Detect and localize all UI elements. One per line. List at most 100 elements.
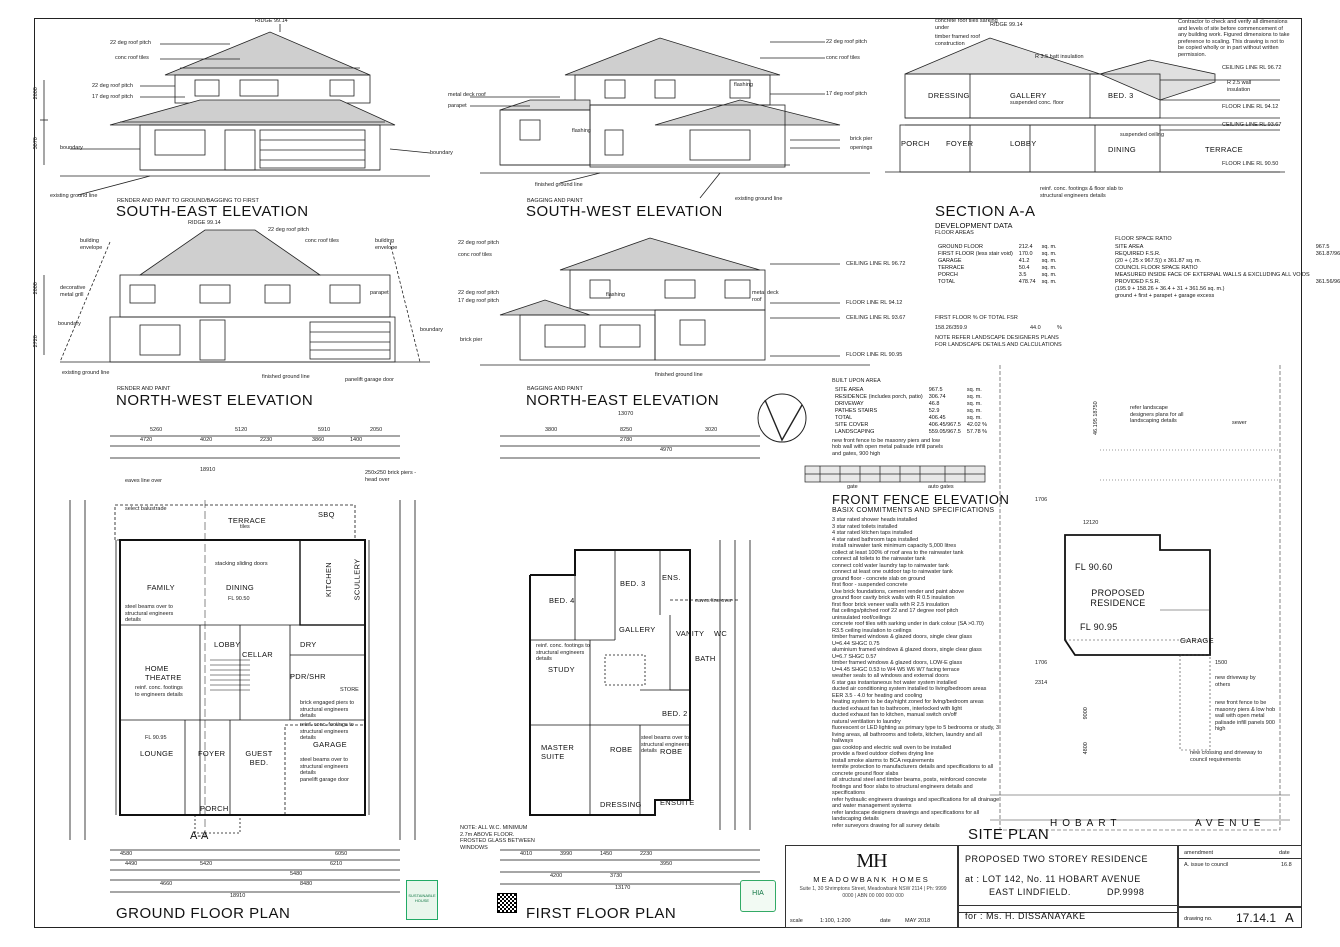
first-floor-calc: 158.26/359.9 — [935, 325, 968, 331]
basix-item: ducted exhaust fan to kitchen, manual sw… — [832, 712, 957, 718]
ne-label-6: 17 deg roof pitch — [458, 298, 499, 304]
section-room-foyer: FOYER — [946, 139, 974, 148]
sw-label-4: parapet — [448, 103, 467, 109]
project-dp: DP.9998 — [1107, 887, 1145, 897]
basix-item: connect all toilets to the rainwater tan… — [832, 556, 926, 562]
gf-bot-dim-7: 4660 — [160, 881, 173, 887]
basix-item: EER 3.5 - 4.0 for heating and cooling — [832, 692, 923, 699]
built-upon-cell: LANDSCAPING — [835, 428, 875, 435]
ff-room-robe-2: ROBE — [660, 747, 683, 756]
ff-top-dim-4: 2780 — [620, 437, 633, 443]
basix-item: ground floor cavity brick walls with R 0… — [832, 595, 955, 601]
floor-area-cell: TOTAL — [938, 279, 956, 285]
fsr-cell — [1313, 272, 1340, 279]
site-residence: PROPOSED RESIDENCE — [1090, 588, 1146, 608]
basix-item: flat ceilings/pitched roof 22 and 17 deg… — [832, 608, 959, 614]
built-upon-cell: SITE AREA — [835, 386, 864, 393]
fsr-cell: 967.5 — [1315, 244, 1330, 250]
se-label-5: boundary — [60, 145, 83, 151]
ff-note-footings: reinf. conc. footings to structural engi… — [536, 643, 590, 662]
basix-item: first floor brick veneer walls with R 2.… — [832, 601, 950, 608]
built-upon-cell: 46.8 — [928, 400, 940, 407]
fsr-cell: SITE AREA — [1115, 244, 1144, 250]
ne-note: BAGGING AND PAINT — [527, 386, 583, 392]
gf-room-lobby: LOBBY — [214, 640, 241, 649]
ff-room-master: MASTER SUITE — [541, 743, 575, 761]
fsr-cell: ground + first + parapet + garage excess — [1115, 293, 1215, 299]
scale-value: 1:100, 1:200 — [820, 918, 851, 924]
floor-area-cell: GARAGE — [938, 258, 962, 264]
gf-bot-dim-6: 6050 — [335, 851, 348, 857]
fsr-cell: MEASURED INSIDE FACE OF EXTERNAL WALLS &… — [1115, 272, 1310, 278]
basix-item: ducted exhaust fan to bathroom, interloc… — [832, 705, 962, 712]
ff-top-dim-1: 3800 — [545, 427, 558, 433]
se-dim-2: 3070 — [32, 137, 39, 150]
gf-bot-dim-0: 4580 — [120, 851, 133, 857]
development-sub: FLOOR AREAS — [935, 230, 974, 236]
ne-label-4: metal deck roof — [752, 290, 779, 303]
basix-item: natural ventilation to laundry — [832, 718, 901, 725]
sw-label-10: finished ground line — [535, 182, 583, 188]
fsr-row: COUNCIL FLOOR SPACE RATIO — [1112, 265, 1340, 272]
section-note-7: reinf. conc. footings & floor slab to st… — [1040, 186, 1123, 199]
basix-item: termite protection to manufacturers deta… — [832, 764, 994, 777]
ne-level-3: CEILING LINE RL 93.67 — [846, 315, 906, 321]
ff-room-bed3: BED. 3 — [620, 579, 646, 588]
ff-bot-dim-0: 4010 — [520, 851, 533, 857]
fsr-heading: FLOOR SPACE RATIO — [1115, 236, 1172, 242]
basix-item: 4 star rated kitchen taps installed — [832, 530, 913, 536]
fsr-cell — [1313, 265, 1340, 272]
site-dim-1: 1706 — [1035, 497, 1048, 503]
gf-note-piers: brick engaged piers to structural engine… — [300, 700, 355, 719]
basix-heading: BASIX COMMITMENTS AND SPECIFICATIONS — [832, 507, 995, 514]
development-note: NOTE REFER LANDSCAPE DESIGNERS PLANS FOR… — [935, 335, 1062, 348]
company-logo: MH — [856, 850, 887, 872]
built-upon-cell: 967.5 — [928, 386, 943, 393]
sw-label-5: flashing — [572, 128, 591, 134]
basix-item: heating system to be day/night zoned for… — [832, 699, 984, 705]
gf-room-cellar: CELLAR — [242, 650, 273, 659]
site-garage: GARAGE — [1180, 636, 1214, 645]
ff-room-bath: BATH — [695, 654, 716, 663]
basix-item: concrete roof tiles with sarking under i… — [832, 621, 984, 627]
basix-item: 4 star rated bathroom taps installed — [832, 536, 919, 543]
ff-bot-dim-6: 13170 — [615, 885, 631, 891]
built-upon-cell: DRIVEWAY — [835, 400, 864, 407]
built-upon-cell: 42.02 % — [966, 421, 988, 428]
nw-label-10: finished ground line — [262, 374, 310, 380]
built-upon-cell: SITE COVER — [835, 421, 869, 428]
gf-top-dim-3: 5910 — [318, 427, 331, 433]
section-level-1: CEILING LINE RL 96.72 — [1222, 65, 1282, 71]
se-label-1: 22 deg roof pitch — [110, 40, 151, 46]
basix-item: refer surveyors drawing for all survey d… — [832, 822, 940, 829]
ff-bot-dim-7: 4200 — [550, 873, 563, 879]
ne-label-1: 22 deg roof pitch — [458, 240, 499, 246]
built-upon-cell: sq. m. — [966, 407, 982, 414]
sustainable-house-text: SUSTAINABLE HOUSE — [408, 893, 436, 903]
floor-area-cell: sq. m. — [1041, 244, 1057, 250]
fsr-cell: COUNCIL FLOOR SPACE RATIO — [1115, 265, 1198, 271]
basix-item: ground floor - concrete slab on ground — [832, 575, 926, 582]
nw-label-11: panelift garage door — [345, 377, 394, 383]
basix-item: install rainwater tank minimum capacity … — [832, 543, 957, 549]
section-room-dining: DINING — [1108, 145, 1137, 154]
section-note-5: R 2.5 wall insulation — [1227, 80, 1252, 93]
ff-bot-dim-4: 3730 — [610, 873, 623, 879]
sw-label-7: 17 deg roof pitch — [826, 91, 867, 97]
site-dim-6: 9000 — [1082, 707, 1089, 720]
section-note-6: suspended ceiling — [1120, 132, 1165, 138]
basix-item: weather seals to all windows and externa… — [832, 673, 949, 679]
amendment-row-date: 16.8 — [1281, 862, 1292, 868]
sw-label-1: 22 deg roof pitch — [826, 39, 867, 45]
floor-area-cell: 170.0 — [1018, 251, 1033, 257]
hia-text: HIA — [752, 890, 764, 897]
gf-top-dim-9: 1400 — [350, 437, 363, 443]
section-room-porch: PORCH — [901, 139, 930, 148]
